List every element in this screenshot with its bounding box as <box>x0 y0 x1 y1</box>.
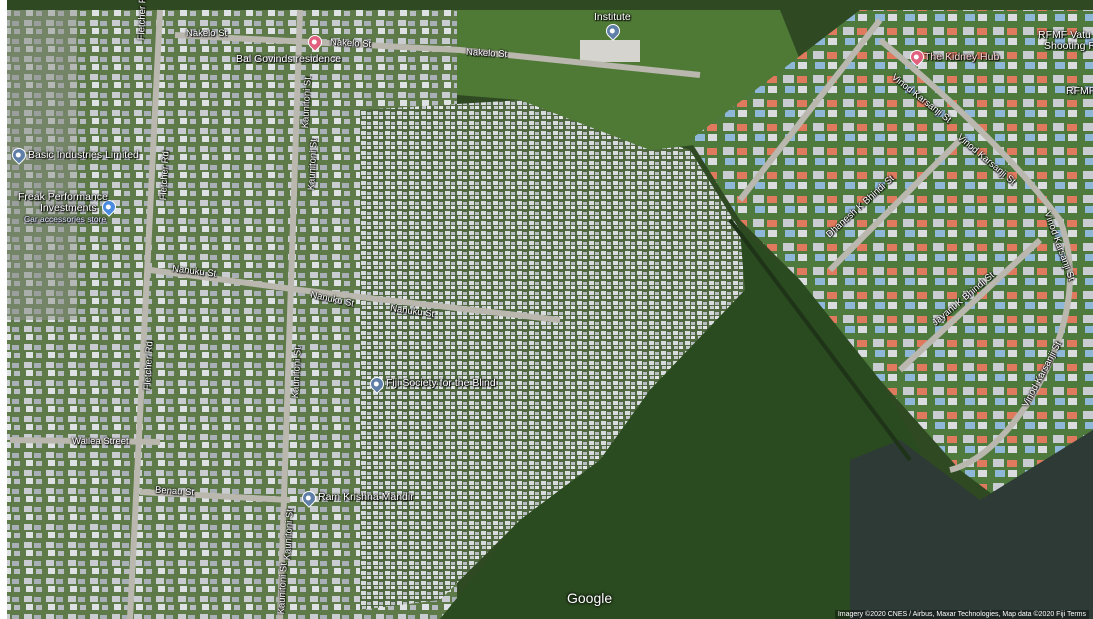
poi-label-investments[interactable]: Investments <box>40 202 97 214</box>
poi-label-ram-krishna-mandir[interactable]: Ram Krishna Mandir <box>318 491 414 503</box>
poi-label-shooting-range[interactable]: Shooting R <box>1044 40 1093 52</box>
poi-label-institute[interactable]: Institute <box>594 11 631 23</box>
poi-label-freak-performance[interactable]: Freak Performance <box>18 191 108 203</box>
google-logo: Google <box>567 590 613 606</box>
poi-label-rfmf[interactable]: RFMF <box>1066 85 1093 97</box>
street-label-nakelo-st-1: Nakelo St <box>186 28 228 39</box>
map-attribution[interactable]: Imagery ©2020 CNES / Airbus, Maxar Techn… <box>834 610 1089 619</box>
poi-sublabel-car-accessories: Car accessories store <box>24 214 107 224</box>
street-label-fletcher-rd-top: Fletcher Rd <box>136 0 149 41</box>
street-label-nakelo-st-2: Nakelo St <box>329 36 372 51</box>
street-label-nakelo-st-3: Nakelo St <box>465 46 508 61</box>
poi-label-fiji-society-for-the-blind[interactable]: Fiji Society for the Blind <box>386 377 496 389</box>
poi-label-rfmf-vatu[interactable]: RFMF Vatu <box>1038 29 1091 41</box>
left-edge-strip <box>0 0 7 619</box>
street-label-wailea-street: Wailea Street <box>72 436 129 447</box>
poi-label-basic-industries-limited[interactable]: Basic Industries Limited <box>28 149 139 161</box>
poi-label-the-kidney-hub[interactable]: The Kidney Hub <box>924 51 1000 63</box>
poi-label-bal-govinds-residence[interactable]: Bal Govinds residence <box>236 53 342 65</box>
